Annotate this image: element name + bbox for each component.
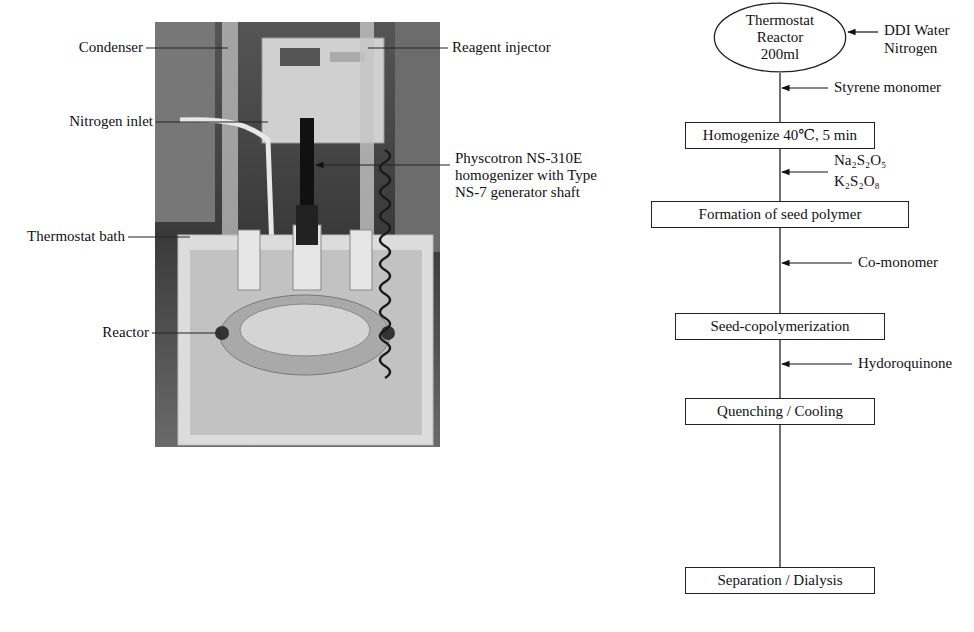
input-label: Hydoroquinone [858, 355, 952, 372]
input-label: DDI Water [884, 22, 950, 39]
process-box: Formation of seed polymer [651, 201, 909, 228]
node-text: Formation of seed polymer [699, 206, 862, 223]
input-label: Na₂S₂O₅ [834, 152, 886, 169]
input-label: Nitrogen [884, 40, 937, 57]
reactor-ellipse: Thermostat Reactor 200ml [713, 2, 847, 73]
part-label: Physcotron NS-310E homogenizer with Type… [455, 150, 620, 201]
part-label: Condenser [79, 39, 143, 56]
process-box: Seed-copolymerization [675, 313, 885, 340]
part-label: Reagent injector [452, 39, 551, 56]
input-label: Co-monomer [858, 254, 938, 271]
process-box: Separation / Dialysis [685, 567, 875, 594]
part-label: Nitrogen inlet [69, 113, 153, 130]
part-label: Reactor [102, 324, 149, 341]
process-box: Homogenize 40℃, 5 min [685, 122, 875, 149]
node-text: Homogenize 40℃, 5 min [703, 127, 857, 144]
flow-line [779, 228, 780, 313]
flow-line [779, 425, 780, 567]
flow-line [779, 340, 780, 398]
flow-line [779, 149, 780, 201]
node-text: Separation / Dialysis [718, 572, 843, 589]
part-label: Thermostat bath [27, 228, 125, 245]
node-text: Thermostat Reactor 200ml [741, 12, 819, 63]
input-label: Styrene monomer [834, 79, 941, 96]
process-box: Quenching / Cooling [685, 398, 875, 425]
input-label: K₂S₂O₈ [834, 173, 880, 190]
flow-line [779, 73, 780, 122]
node-text: Quenching / Cooling [717, 403, 843, 420]
node-text: Seed-copolymerization [710, 318, 849, 335]
